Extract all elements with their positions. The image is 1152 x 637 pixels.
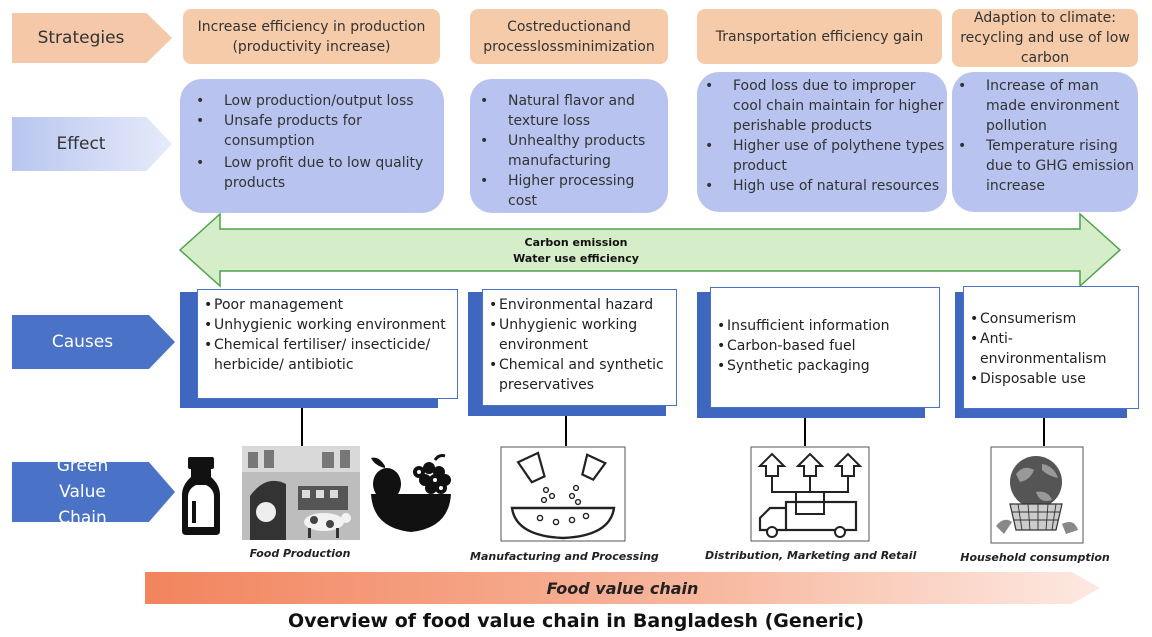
row-label-effect-text: Effect <box>56 134 106 154</box>
cause-item: Insufficient information <box>717 316 935 336</box>
effect-item: High use of natural resources <box>703 176 947 196</box>
cause-box-3: Insufficient information Carbon-based fu… <box>710 287 940 408</box>
row-label-effect: Effect <box>12 117 172 171</box>
globe-basket-icon <box>990 446 1084 544</box>
cause-item: Carbon-based fuel <box>717 336 935 356</box>
stage-label-food-production: Food Production <box>249 547 351 560</box>
cause-box-2: Environmental hazard Unhygienic working … <box>482 289 677 406</box>
diagram-title: Overview of food value chain in Banglade… <box>287 610 865 632</box>
effect-box-4: Increase of man made environment polluti… <box>952 72 1138 212</box>
food-value-chain-label: Food value chain <box>546 578 699 598</box>
effect-item: Unhealthy products manufacturing <box>478 131 662 171</box>
connector-line-2 <box>565 416 567 446</box>
effect-item: Higher processing cost <box>478 171 662 211</box>
band-text-water: Water use efficiency <box>513 252 639 265</box>
cause-item: Chemical and synthetic preservatives <box>489 355 672 395</box>
effect-item: Low profit due to low quality products <box>194 153 438 193</box>
food-value-chain-arrow: Food value chain <box>145 572 1100 604</box>
effect-item: Low production/output loss <box>194 91 438 111</box>
stage-label-distribution: Distribution, Marketing and Retail <box>705 549 917 562</box>
strategy-text-1: Increase efficiency in production (produ… <box>197 18 426 55</box>
effect-item: Increase of man made environment polluti… <box>956 76 1136 136</box>
connector-line-3 <box>804 418 806 446</box>
farm-scene-icon <box>242 446 360 540</box>
row-label-causes: Causes <box>12 315 175 369</box>
cause-item: Environmental hazard <box>489 295 672 315</box>
strategy-box-3: Transportation efficiency gain <box>697 9 942 64</box>
stage-label-household: Household consumption <box>960 551 1110 564</box>
band-text-carbon: Carbon emission <box>524 236 628 249</box>
effect-item: Food loss due to improper cool chain mai… <box>703 76 947 136</box>
cause-item: Unhygienic working environment <box>204 315 453 335</box>
cause-box-1: Poor management Unhygienic working envir… <box>197 289 458 399</box>
row-label-strategies: Strategies <box>12 13 172 63</box>
row-label-strategies-text: Strategies <box>37 28 125 48</box>
strategy-text-3: Transportation efficiency gain <box>715 28 924 45</box>
strategy-text-2: Costreductionand processlossminimization <box>483 18 655 55</box>
cause-item: Unhygienic working environment <box>489 315 672 355</box>
effect-item: Natural flavor and texture loss <box>478 91 662 131</box>
connector-line-1 <box>301 408 303 446</box>
effect-item: Unsafe products for consumption <box>194 111 438 151</box>
strategy-text-4: Adaption to climate: recycling and use o… <box>960 10 1130 66</box>
cause-item: Poor management <box>204 295 453 315</box>
connector-line-4 <box>1043 418 1045 446</box>
strategy-box-2: Costreductionand processlossminimization <box>470 9 668 64</box>
cause-item: Synthetic packaging <box>717 356 935 376</box>
strategy-box-1: Increase efficiency in production (produ… <box>183 9 440 64</box>
carbon-water-band-arrow <box>178 212 1122 288</box>
effect-box-1: Low production/output loss Unsafe produc… <box>180 79 444 213</box>
cause-item: Anti-environmentalism <box>970 329 1134 369</box>
effect-box-3: Food loss due to improper cool chain mai… <box>697 72 947 212</box>
row-label-green-value-chain: Green Value Chain <box>12 462 175 522</box>
effect-item: Higher use of polythene types product <box>703 136 947 176</box>
effect-item: Temperature rising due to GHG emission i… <box>956 136 1136 196</box>
mixing-bowl-icon <box>500 446 626 542</box>
effect-box-2: Natural flavor and texture loss Unhealth… <box>470 79 668 213</box>
row-label-causes-text: Causes <box>51 332 114 352</box>
strategy-box-4: Adaption to climate: recycling and use o… <box>952 9 1138 67</box>
fruit-bowl-icon <box>371 454 451 532</box>
delivery-truck-icon <box>750 446 870 542</box>
cause-box-4: Consumerism Anti-environmentalism Dispos… <box>963 286 1139 409</box>
milk-bottle-icon <box>182 457 220 535</box>
cause-item: Chemical fertiliser/ insecticide/ herbic… <box>204 335 453 375</box>
row-label-gvc-text: Green Value Chain <box>56 456 109 528</box>
cause-item: Consumerism <box>970 309 1134 329</box>
cause-item: Disposable use <box>970 369 1134 389</box>
stage-label-manufacturing: Manufacturing and Processing <box>470 550 659 563</box>
